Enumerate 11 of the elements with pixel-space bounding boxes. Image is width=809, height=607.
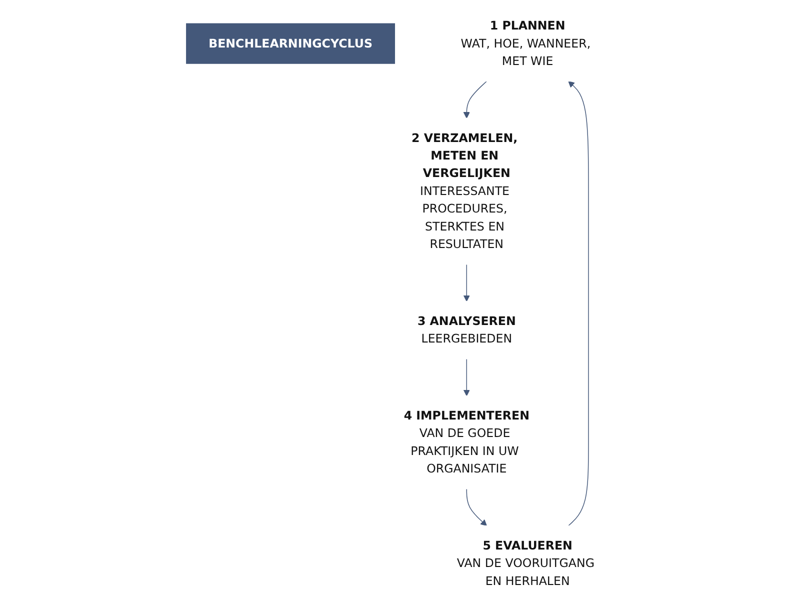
arrow — [462, 358, 470, 396]
node-text: 3 ANALYSEREN LEERGEBIEDEN — [416, 314, 516, 346]
arrow — [462, 80, 487, 118]
node-box: BENCHLEARNINGCYCLUS — [186, 23, 395, 64]
arrow — [462, 264, 470, 302]
node-text: 5 EVALUEREN VAN DE VOORUITGANG EN HERHALEN — [456, 538, 594, 588]
node-text: 4 IMPLEMENTEREN VAN DE GOEDE PRAKTIJKEN IN UW ORGANISATIE — [403, 408, 529, 476]
arrow — [466, 488, 486, 526]
arrow — [568, 80, 588, 526]
node-text: 1 PLANNEN WAT, HOE, WANNEER, MET WIE — [460, 18, 590, 68]
node-text: 2 VERZAMELEN, METEN EN VERGELIJKEN INTERESSANTE PROCEDURES, STERKTES EN RESULTATEN — [411, 130, 518, 252]
